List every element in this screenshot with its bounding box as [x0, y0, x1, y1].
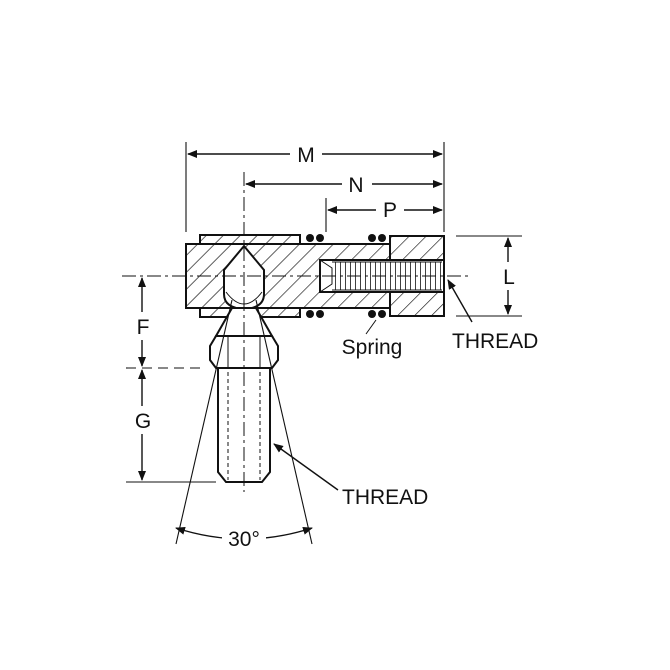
spring-coil — [368, 310, 376, 318]
spring-coil — [306, 310, 314, 318]
spring-coil — [306, 234, 314, 242]
top-ring-plate — [199, 234, 301, 245]
thread-callout-housing: THREAD — [452, 330, 538, 353]
dim-label-m: M — [297, 144, 315, 167]
dim-label-p: P — [383, 199, 397, 222]
spring-coil — [316, 234, 324, 242]
cone-angle-label: 30° — [228, 528, 260, 551]
spring-coil — [368, 234, 376, 242]
housing — [185, 234, 445, 318]
dim-label-n: N — [348, 174, 363, 197]
dim-label-g: G — [135, 410, 151, 433]
spring-callout: Spring — [342, 336, 403, 359]
spring-coil — [316, 310, 324, 318]
spring-coil — [378, 310, 386, 318]
dim-label-f: F — [137, 316, 150, 339]
dim-label-l: L — [503, 266, 515, 289]
thread-callout-stud: THREAD — [342, 486, 428, 509]
spring-coil — [378, 234, 386, 242]
spring-clip — [306, 234, 386, 318]
